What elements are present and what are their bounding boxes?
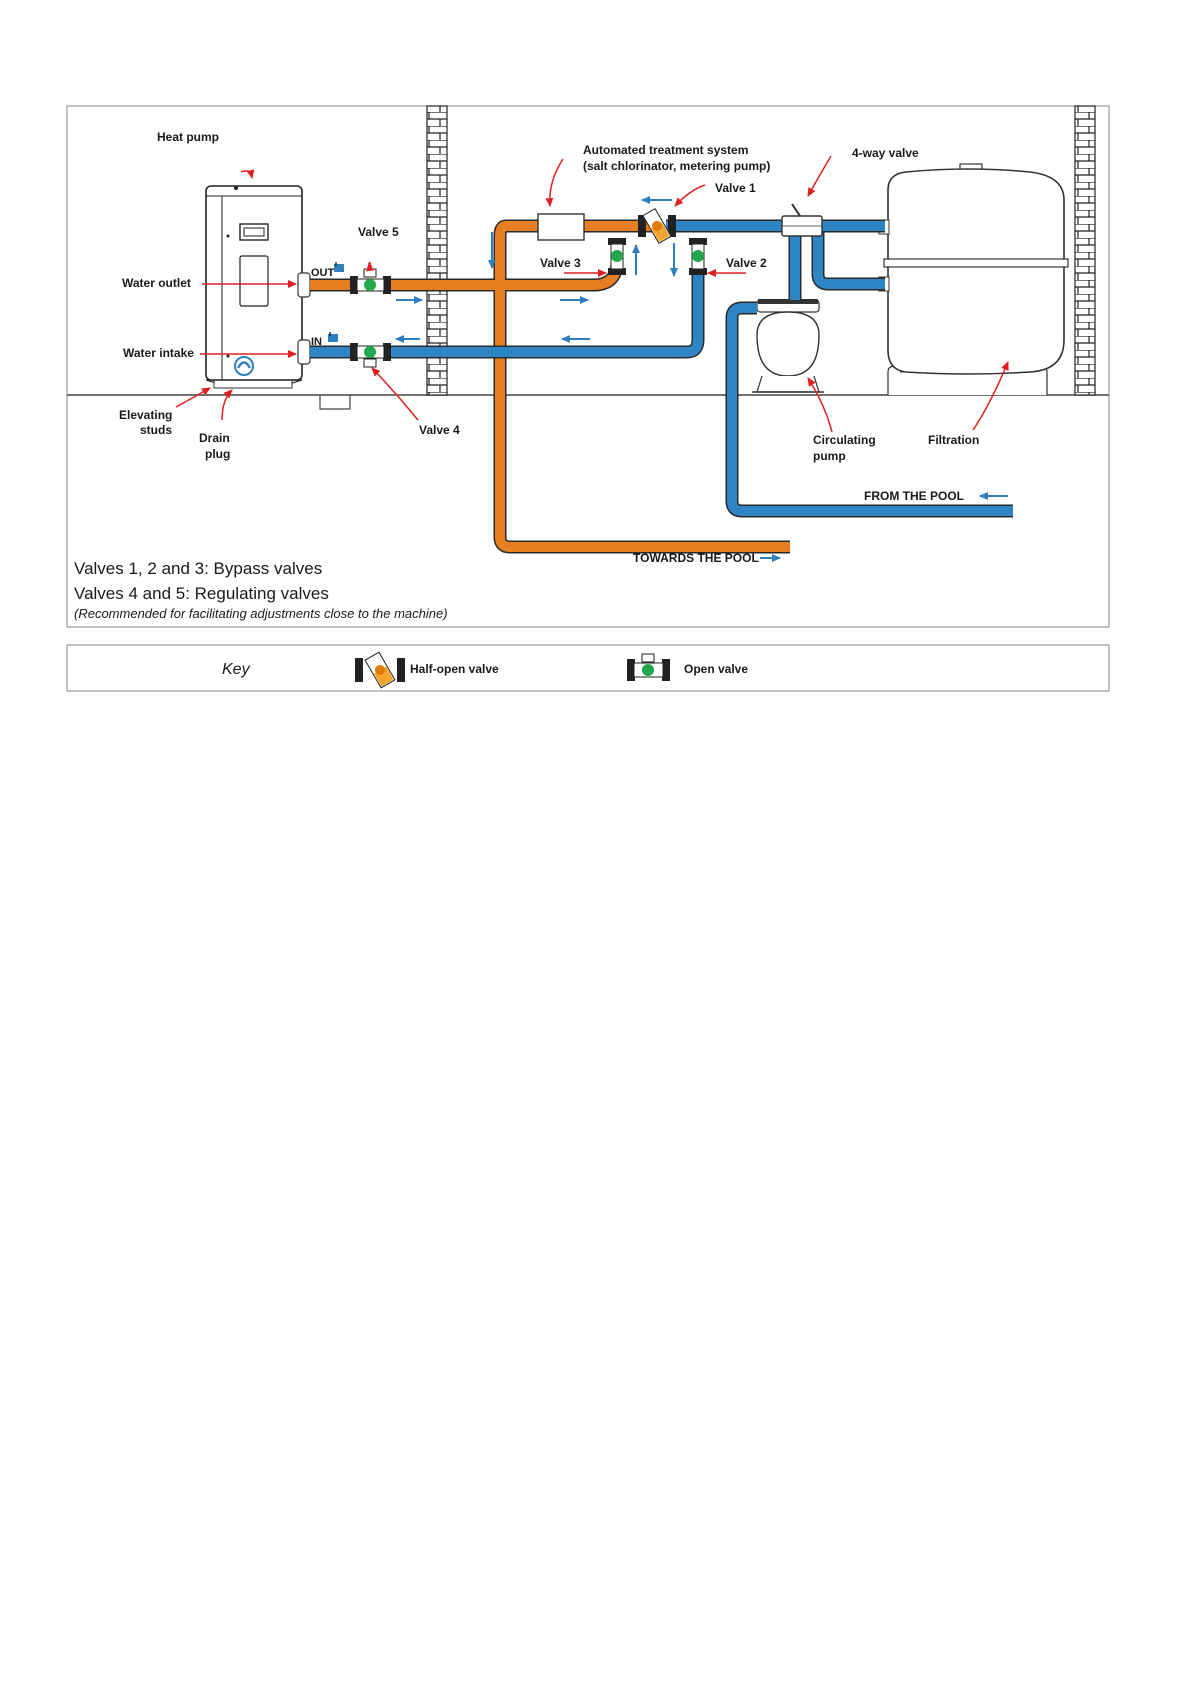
label-valve-3: Valve 3 [540, 256, 581, 270]
label-filtration: Filtration [928, 433, 979, 447]
valve-4[interactable] [350, 343, 391, 368]
key-legend: Key Half-open valve Open valve [66, 644, 1110, 692]
label-valve-5: Valve 5 [358, 225, 399, 239]
label-drain-2: plug [205, 447, 230, 461]
label-valve-1: Valve 1 [715, 181, 756, 195]
note-recommended: (Recommended for facilitating adjustment… [74, 606, 448, 621]
half-open-valve-icon [355, 651, 405, 689]
filtration-tank [878, 163, 1069, 395]
label-automated-2: (salt chlorinator, metering pump) [583, 159, 770, 173]
label-towards-pool: TOWARDS THE POOL [633, 551, 759, 565]
valve-5[interactable] [350, 268, 391, 294]
key-half-open-label: Half-open valve [410, 662, 499, 676]
logo-icon [234, 356, 254, 376]
four-way-valve [781, 203, 823, 237]
treatment-box [537, 213, 585, 241]
flow-arrows [395, 196, 1008, 562]
label-water-intake: Water intake [123, 346, 194, 360]
valve-2[interactable] [689, 238, 707, 275]
label-elevating-1: Elevating [119, 408, 172, 422]
pointer-arrows [175, 155, 1009, 433]
pit-outline [319, 395, 351, 410]
wall-left [426, 105, 448, 396]
heat-pump [205, 185, 311, 389]
label-water-outlet: Water outlet [122, 276, 191, 290]
label-valve-4: Valve 4 [419, 423, 460, 437]
note-regulating: Valves 4 and 5: Regulating valves [74, 584, 329, 603]
label-drain-1: Drain [199, 431, 230, 445]
svg-text:IN: IN [311, 336, 322, 348]
in-port-label: IN [311, 332, 338, 348]
valve-1[interactable] [638, 207, 676, 245]
label-valve-2: Valve 2 [726, 256, 767, 270]
label-circulating-1: Circulating [813, 433, 876, 447]
note-bypass: Valves 1, 2 and 3: Bypass valves [74, 559, 322, 578]
open-valve-icon [627, 653, 670, 681]
key-open-label: Open valve [684, 662, 748, 676]
key-title: Key [222, 661, 251, 678]
out-port-label: OUT [311, 262, 344, 279]
label-circulating-2: pump [813, 449, 846, 463]
label-heat-pump: Heat pump [157, 130, 219, 144]
valve-3[interactable] [608, 238, 626, 275]
label-elevating-2: studs [140, 423, 172, 437]
label-four-way-valve: 4-way valve [852, 146, 919, 160]
label-from-pool: FROM THE POOL [864, 489, 964, 503]
svg-text:OUT: OUT [311, 267, 335, 279]
cold-water-pipes [310, 219, 1013, 518]
label-automated-1: Automated treatment system [583, 143, 748, 157]
wall-right [1074, 105, 1096, 396]
circulating-pump [752, 299, 824, 393]
